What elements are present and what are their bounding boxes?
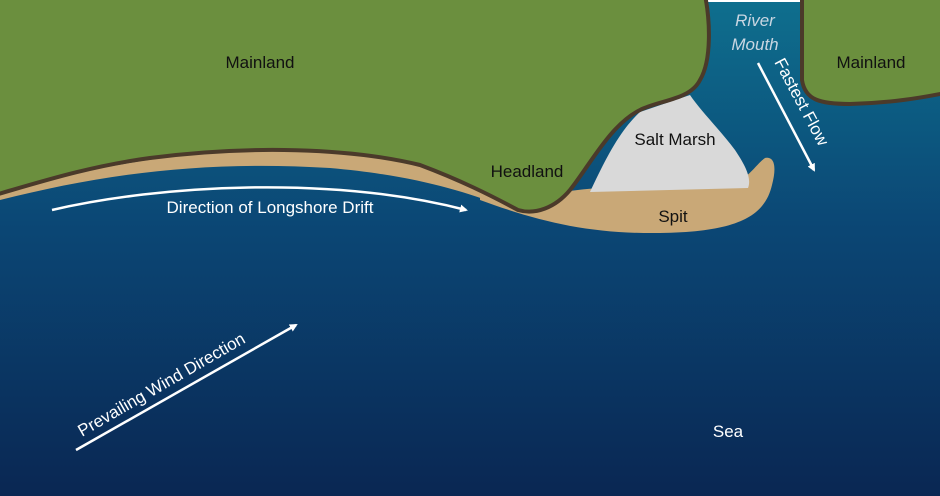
- headland-label: Headland: [491, 162, 564, 181]
- river-top-edge: [705, 0, 800, 2]
- mainland-right-label: Mainland: [837, 53, 906, 72]
- prevailing-wind-arrow: [75, 323, 298, 452]
- river-mouth-label-line1: River: [735, 11, 776, 30]
- mainland-right: [800, 0, 940, 107]
- river-mouth-label-line2: Mouth: [731, 35, 778, 54]
- beach: [0, 150, 520, 208]
- sea-label: Sea: [713, 422, 744, 441]
- salt-marsh-label: Salt Marsh: [634, 130, 715, 149]
- spit-label: Spit: [658, 207, 688, 226]
- mainland-left-label: Mainland: [226, 53, 295, 72]
- longshore-drift-arrow: [51, 186, 468, 213]
- salt-marsh: [590, 95, 750, 192]
- fastest-flow-arrow: [756, 62, 816, 172]
- longshore-drift-label: Direction of Longshore Drift: [167, 198, 374, 217]
- mainland-left: [0, 0, 711, 214]
- spit: [480, 157, 775, 234]
